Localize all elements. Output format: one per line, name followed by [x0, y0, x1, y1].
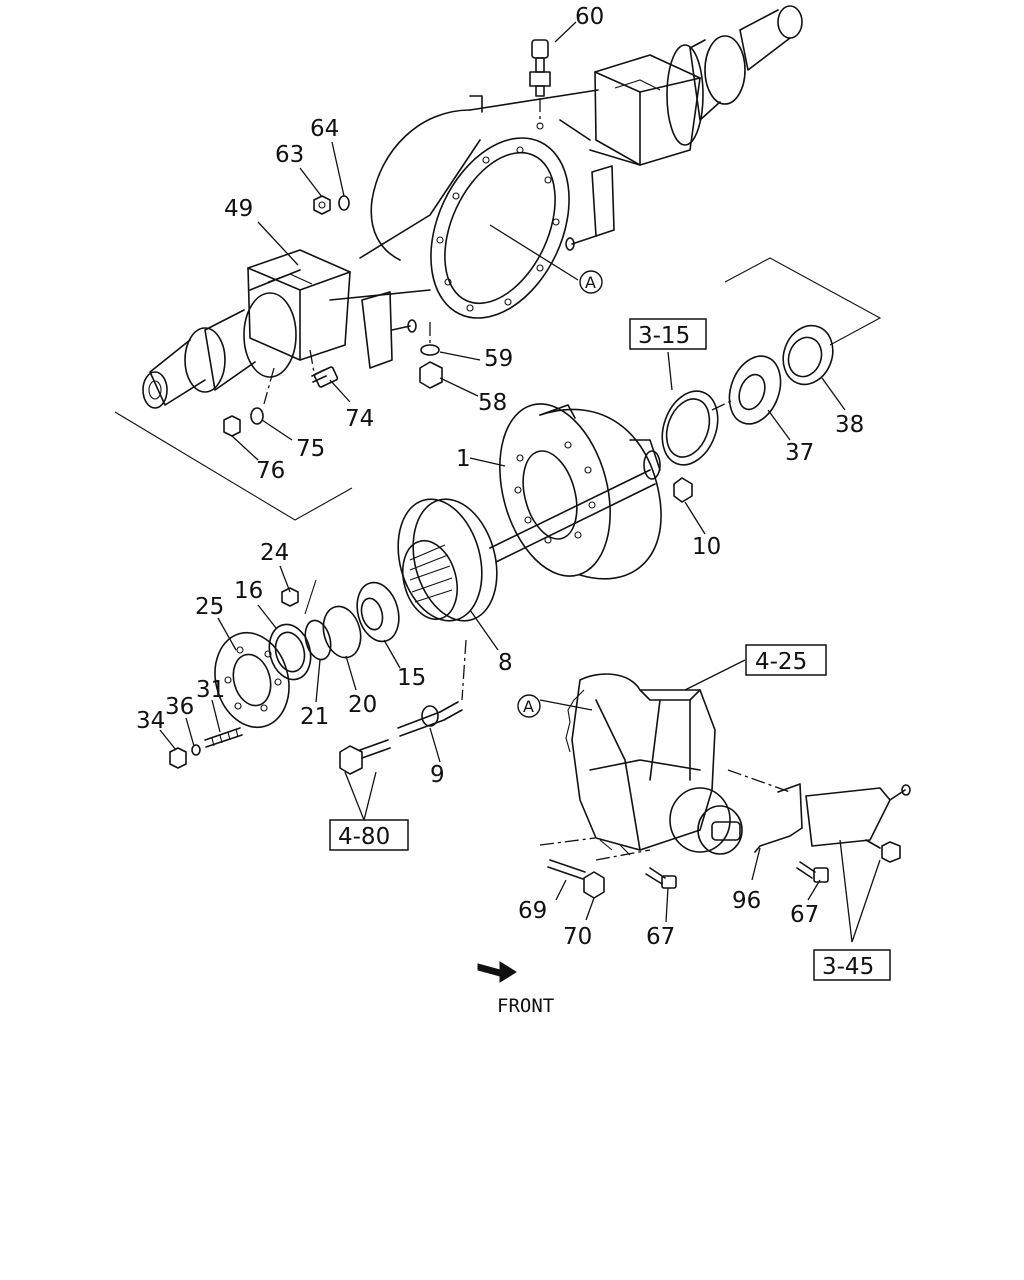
marker-a-lower: A [517, 694, 541, 718]
reference-3-45[interactable]: 3-45 [813, 949, 891, 981]
svg-text:A: A [585, 273, 596, 292]
hub-8 [397, 498, 498, 701]
callout-76: 76 [256, 458, 285, 484]
callout-25: 25 [195, 594, 224, 620]
reference-3-15[interactable]: 3-15 [629, 318, 707, 350]
flange-25 [214, 631, 290, 729]
callout-38: 38 [835, 412, 864, 438]
callout-24: 24 [260, 540, 289, 566]
group-line-left [114, 411, 353, 521]
callout-34: 34 [136, 708, 165, 734]
front-label: FRONT [497, 995, 554, 1017]
leader-lines [159, 21, 846, 923]
svg-text:A: A [523, 697, 534, 716]
callout-20: 20 [348, 692, 377, 718]
callout-16: 16 [234, 578, 263, 604]
studs-31-34-36 [169, 727, 243, 769]
callout-69: 69 [518, 898, 547, 924]
brake-drum-1 [499, 403, 662, 580]
bearings-37-38 [661, 324, 834, 466]
front-arrow-icon [477, 961, 517, 983]
callout-15: 15 [397, 665, 426, 691]
axle-housing [142, 5, 803, 409]
callout-37: 37 [785, 440, 814, 466]
callout-75: 75 [296, 436, 325, 462]
callout-31: 31 [196, 677, 225, 703]
marker-a-upper: A [579, 270, 603, 294]
callout-8: 8 [498, 650, 513, 676]
nut-washer-63-64 [313, 195, 350, 215]
callout-59: 59 [484, 346, 513, 372]
callout-63: 63 [275, 142, 304, 168]
callout-49: 49 [224, 196, 253, 222]
callout-58: 58 [478, 390, 507, 416]
callout-9: 9 [430, 762, 445, 788]
group-line-right [724, 257, 882, 346]
callout-21: 21 [300, 704, 329, 730]
carrier-bolts [539, 769, 829, 899]
callout-labels: 60 64 63 49 59 58 74 75 76 1 10 37 38 24… [136, 4, 864, 950]
wheel-studs-9 [339, 701, 463, 823]
bracket-96 [754, 783, 911, 943]
nut-washer-58-59 [419, 322, 443, 389]
reference-3-45-label: 3-45 [822, 954, 874, 980]
callout-64: 64 [310, 116, 339, 142]
reference-4-80[interactable]: 4-80 [329, 819, 409, 851]
reference-4-25[interactable]: 4-25 [745, 644, 827, 676]
reference-4-80-label: 4-80 [338, 824, 390, 850]
callout-70: 70 [563, 924, 592, 950]
axle-shaft [489, 469, 656, 563]
callout-36: 36 [165, 694, 194, 720]
callout-60: 60 [575, 4, 604, 30]
callout-74: 74 [345, 406, 374, 432]
callout-96: 96 [732, 888, 761, 914]
breather-60 [529, 39, 551, 130]
differential-carrier [565, 673, 743, 856]
bearing-seal-stack [268, 579, 400, 681]
reference-3-15-label: 3-15 [638, 323, 690, 349]
callout-67-right: 67 [790, 902, 819, 928]
callout-1: 1 [456, 446, 471, 472]
bolts-74-75-76 [223, 349, 339, 437]
nut-10 [673, 477, 693, 503]
reference-4-25-label: 4-25 [755, 649, 807, 675]
callout-10: 10 [692, 534, 721, 560]
callout-67-left: 67 [646, 924, 675, 950]
